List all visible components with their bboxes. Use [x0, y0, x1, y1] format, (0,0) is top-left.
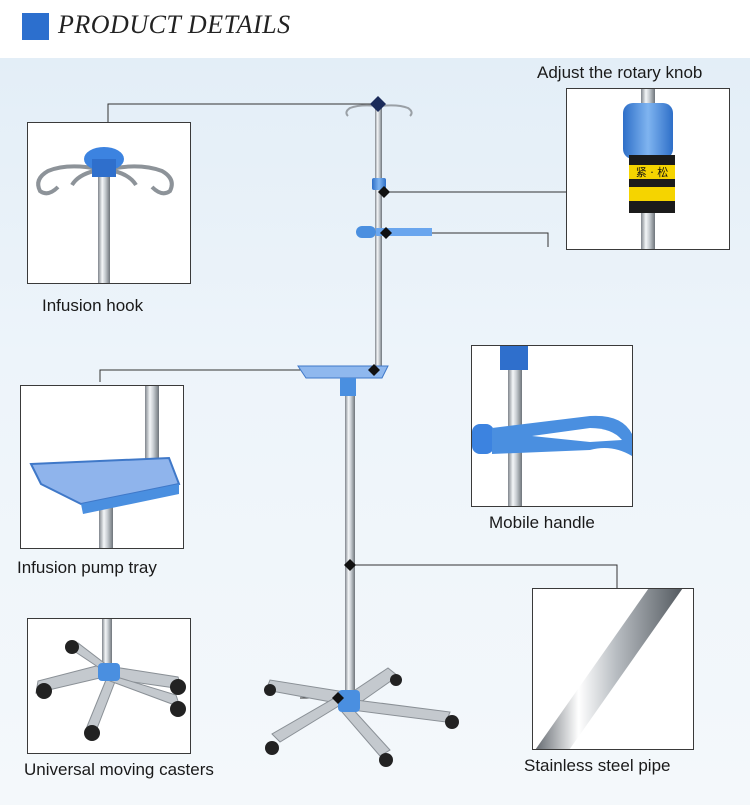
header-square-icon — [22, 13, 49, 40]
pump-tray-panel — [20, 385, 184, 549]
mobile-handle-icon — [472, 346, 632, 506]
mobile-handle-panel — [471, 345, 633, 507]
infusion-hook-panel — [27, 122, 191, 284]
rotary-knob-label: Adjust the rotary knob — [537, 63, 703, 82]
steel-pipe-panel — [532, 588, 694, 750]
mobile-handle-label: Mobile handle — [489, 513, 595, 532]
top-hooks — [345, 104, 413, 117]
infusion-hook-icon — [36, 147, 174, 283]
casters-label: Universal moving casters — [24, 760, 214, 779]
casters-panel — [27, 618, 191, 754]
steel-pipe-label: Stainless steel pipe — [524, 756, 671, 775]
casters-icon — [35, 619, 186, 741]
pump-tray-label: Infusion pump tray — [17, 558, 157, 577]
rotary-knob-panel: 紧 · 松 — [566, 88, 730, 250]
rotary-knob-icon: 紧 · 松 — [623, 89, 675, 249]
steel-pipe-icon — [535, 589, 683, 749]
knob-text: 紧 · 松 — [636, 165, 669, 179]
infusion-hook-label: Infusion hook — [42, 296, 144, 315]
pump-tray-icon — [29, 386, 181, 548]
caster-base — [264, 667, 459, 767]
page-title: PRODUCT DETAILS — [58, 10, 291, 39]
section-header: PRODUCT DETAILS — [0, 0, 750, 58]
